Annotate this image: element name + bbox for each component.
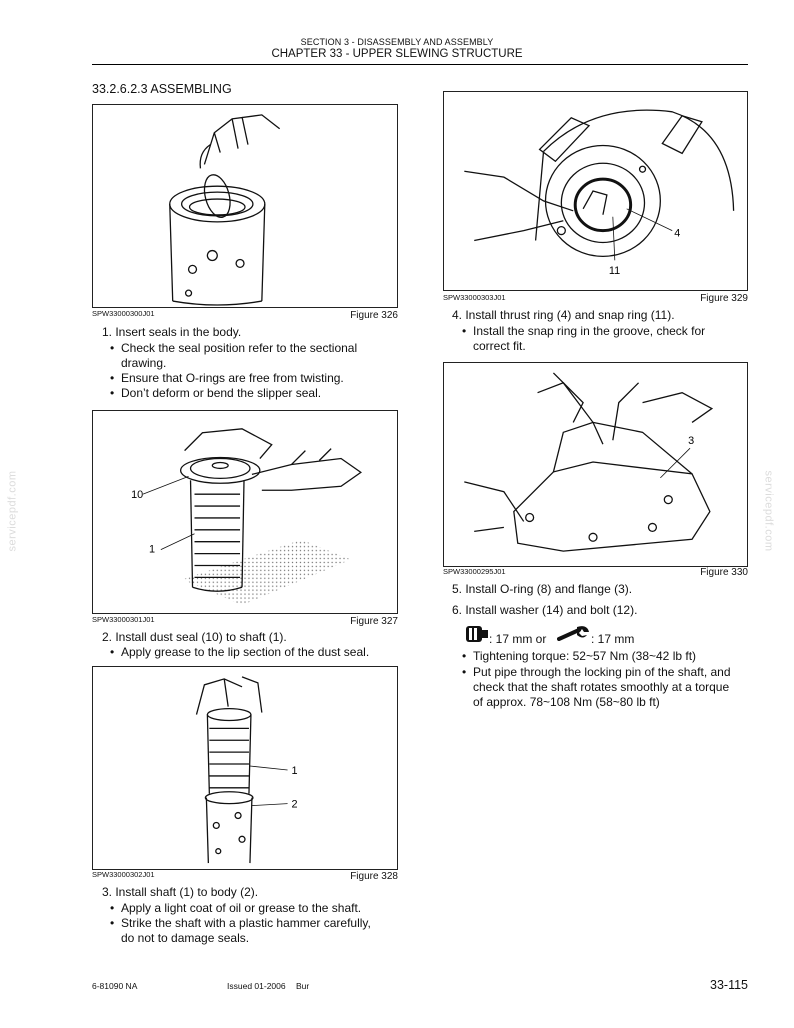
callout-10: 10: [131, 489, 143, 501]
step-6-bullet-1: Tightening torque: 52~57 Nm (38~42 lb ft…: [462, 649, 696, 664]
callout-4: 4: [674, 228, 680, 240]
figure-329-code: SPW33000303J01: [443, 293, 506, 302]
step-6-text: 6. Install washer (14) and bolt (12).: [452, 603, 638, 617]
step-4-bullet-1: Install the snap ring in the groove, che…: [462, 324, 705, 339]
dust-seal-drawing: 10 1: [131, 428, 362, 606]
flange-install-drawing: 3: [464, 372, 714, 552]
thrust-ring-drawing: 4 11: [464, 109, 735, 277]
watermark-right: servicepdf.com: [762, 470, 775, 552]
step-3-bullet-2: Strike the shaft with a plastic hammer c…: [110, 916, 371, 931]
figure-330-code: SPW33000295J01: [443, 567, 506, 576]
wrench-icon: [557, 625, 591, 641]
step-3-bullet-1: Apply a light coat of oil or grease to t…: [110, 901, 361, 916]
callout-1: 1: [292, 765, 298, 777]
header-section: SECTION 3 - DISASSEMBLY AND ASSEMBLY: [300, 37, 494, 47]
step-1-text: 1. Insert seals in the body.: [102, 325, 242, 339]
step-2-bullet-1: Apply grease to the lip section of the d…: [110, 645, 369, 660]
step-1-bullet-1-cont: drawing.: [121, 356, 167, 370]
step-6-bullet-2-cont-1: check that the shaft rotates smoothly at…: [473, 680, 730, 694]
figure-327-illustration: 10 1: [92, 410, 398, 614]
callout-11: 11: [609, 265, 620, 277]
footer-issued: Issued 01-2006: [227, 981, 286, 991]
callout-1: 1: [149, 544, 155, 556]
tool-size-b: : 17 mm: [591, 632, 635, 646]
section-title: 33.2.6.2.3 ASSEMBLING: [92, 82, 232, 96]
step-1-bullet-2: Ensure that O-rings are free from twisti…: [110, 371, 344, 386]
figure-326-code: SPW33000300J01: [92, 309, 155, 318]
socket-wrench-icon: [465, 624, 489, 644]
figure-327-caption: Figure 327: [350, 616, 398, 627]
seal-insertion-drawing: [169, 114, 281, 306]
header-rule: [92, 64, 748, 65]
figure-326-illustration: [92, 104, 398, 308]
figure-330-caption: Figure 330: [700, 567, 748, 578]
step-1-bullet-1: Check the seal position refer to the sec…: [110, 341, 357, 356]
step-2-text: 2. Install dust seal (10) to shaft (1).: [102, 630, 287, 644]
step-6-bullet-2: Put pipe through the locking pin of the …: [462, 665, 730, 680]
figure-329-caption: Figure 329: [700, 293, 748, 304]
figure-326-caption: Figure 326: [350, 310, 398, 321]
figure-328-illustration: 1 2: [92, 666, 398, 870]
step-6-bullet-2-cont-2: of approx. 78~108 Nm (58~80 lb ft): [473, 695, 660, 709]
footer-lang: Bur: [296, 981, 310, 991]
step-3-bullet-2-cont: do not to damage seals.: [121, 931, 250, 945]
figure-330-illustration: 3: [443, 362, 748, 567]
step-1-bullet-3: Don’t deform or bend the slipper seal.: [110, 386, 321, 401]
figure-328-code: SPW33000302J01: [92, 870, 155, 879]
step-4-bullet-1-cont: correct fit.: [473, 339, 526, 353]
step-5-text: 5. Install O-ring (8) and flange (3).: [452, 582, 633, 596]
footer-docno: 6-81090 NA: [92, 981, 138, 991]
step-3-text: 3. Install shaft (1) to body (2).: [102, 885, 259, 899]
callout-2: 2: [292, 799, 298, 811]
figure-327-code: SPW33000301J01: [92, 615, 155, 624]
step-4-text: 4. Install thrust ring (4) and snap ring…: [452, 308, 675, 322]
shaft-install-drawing: 1 2: [195, 676, 298, 864]
watermark-left: servicepdf.com: [6, 470, 19, 552]
header-chapter: CHAPTER 33 - UPPER SLEWING STRUCTURE: [271, 48, 523, 60]
figure-328-caption: Figure 328: [350, 871, 398, 882]
callout-3: 3: [688, 435, 694, 447]
figure-329-illustration: 4 11: [443, 91, 748, 291]
tool-size-a: : 17 mm or: [489, 632, 547, 646]
page-number: 33-115: [710, 978, 748, 992]
